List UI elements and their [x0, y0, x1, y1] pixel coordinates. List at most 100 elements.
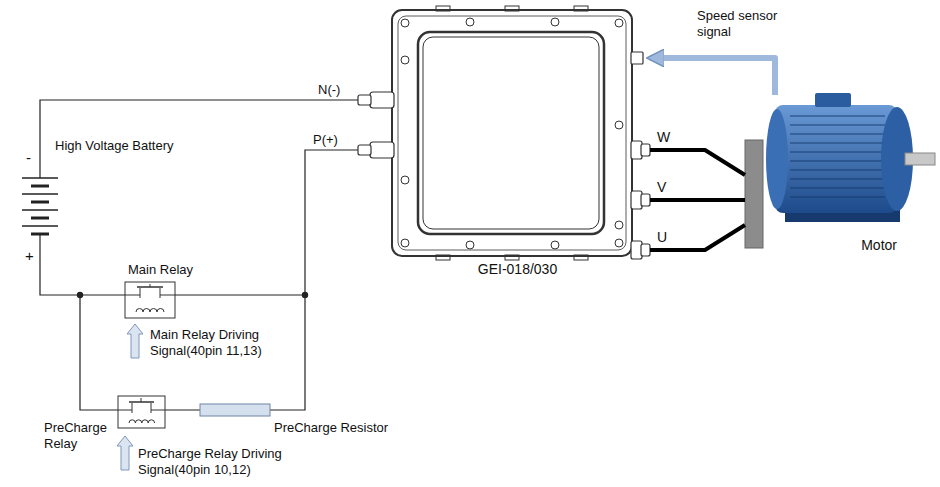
motor-picture [790, 196, 885, 198]
signal-arrow [650, 58, 775, 95]
motor-picture [775, 105, 897, 213]
battery-symbol [22, 209, 58, 211]
housing-screw [401, 18, 623, 249]
main-relay-symbol [140, 288, 141, 298]
motor-picture [790, 178, 885, 180]
controller-housing [505, 255, 519, 260]
housing-screw [401, 239, 409, 247]
cable-gland [631, 241, 642, 259]
phase-wire [650, 225, 745, 250]
controller-housing [574, 255, 588, 260]
housing-screw [401, 56, 409, 64]
cable-gland [370, 92, 394, 108]
main-relay-symbol [160, 288, 161, 298]
motor-box: Motor [745, 95, 935, 260]
cable-gland [641, 194, 650, 206]
housing-screw [466, 18, 474, 26]
controller-housing [392, 10, 632, 256]
housing-screw [615, 221, 623, 229]
cable-gland [631, 141, 642, 159]
main-relay-symbol [125, 295, 140, 296]
motor-picture [790, 169, 885, 171]
polarity-label: - [26, 150, 31, 166]
motor-picture [790, 151, 885, 153]
phase-wire [650, 150, 745, 175]
controller-box: GEI-018/030 [385, 8, 650, 282]
battery-symbol [31, 185, 49, 188]
node-label: Motor [861, 237, 897, 254]
motor-picture [745, 93, 935, 248]
main-relay-symbol [136, 309, 164, 313]
motor-picture [905, 153, 935, 165]
precharge-relay-symbol [141, 398, 142, 402]
precharge-relay-symbol [151, 410, 165, 411]
controller-housing [436, 6, 450, 11]
housing-screw [615, 239, 623, 247]
housing-screw [551, 241, 559, 249]
main-relay-symbol [125, 282, 175, 318]
cable-gland [358, 95, 371, 105]
motor-picture [790, 115, 885, 117]
controller-housing [423, 37, 599, 229]
battery-wire [175, 150, 358, 295]
housing-screw [466, 241, 474, 249]
housing-screw [401, 176, 409, 184]
battery-wire [40, 100, 358, 178]
junction-dot [77, 292, 308, 298]
battery-symbol [31, 217, 49, 220]
phase-label: W [657, 129, 670, 146]
battery-label: High Voltage Battery [55, 138, 174, 154]
relay-label: Main Relay [128, 262, 193, 278]
cable-gland [370, 142, 394, 158]
battery-wire [40, 242, 125, 295]
terminal-label: N(-) [318, 82, 340, 98]
junction-dot [302, 292, 308, 298]
resistor-symbol [200, 404, 270, 416]
motor-picture [790, 124, 885, 126]
precharge-relay-symbol [129, 420, 155, 423]
battery-symbol [22, 178, 58, 242]
main-relay-symbol [160, 295, 175, 296]
signal-pin-label: PreCharge Relay Driving Signal(40pin 10,… [138, 446, 306, 478]
precharge-relay-symbol [118, 396, 165, 428]
battery-symbol [31, 201, 49, 204]
cable-gland [631, 52, 643, 64]
battery-symbol [39, 234, 40, 242]
cable-gland [641, 244, 650, 256]
main-relay-symbol [125, 282, 175, 318]
node-label: GEI-018/030 [478, 261, 557, 278]
signal-label: Speed sensor signal [697, 8, 797, 40]
precharge-relay-symbol [132, 403, 133, 413]
precharge-relay-symbol [118, 396, 165, 428]
motor-picture [790, 187, 885, 189]
resistor-symbol [200, 404, 270, 416]
phase-label: V [657, 179, 666, 196]
relay-label: PreCharge Relay [44, 420, 116, 452]
controller-housing [505, 6, 519, 11]
housing-screw [401, 19, 409, 27]
cable-gland [631, 191, 642, 209]
phase-label: U [657, 229, 667, 246]
cable-gland [641, 144, 650, 156]
junction-dot [77, 292, 83, 298]
housing-screw [615, 121, 623, 129]
cable-gland [358, 52, 650, 259]
battery-wire [80, 295, 118, 410]
precharge-relay-symbol [151, 403, 152, 413]
terminal-label: P(+) [313, 132, 338, 148]
phase-wire [650, 198, 745, 202]
cable-gland [358, 145, 371, 155]
battery-wire [165, 409, 200, 410]
signal-arrow [127, 324, 143, 358]
housing-screw [551, 18, 559, 26]
battery-wire [40, 100, 358, 410]
controller-housing [574, 6, 588, 11]
signal-pin-label: Main Relay Driving Signal(40pin 11,13) [150, 327, 310, 359]
resistor-label: PreCharge Resistor [274, 420, 388, 436]
housing-screw [615, 19, 623, 27]
motor-picture [815, 93, 851, 107]
motor-picture [790, 160, 885, 162]
